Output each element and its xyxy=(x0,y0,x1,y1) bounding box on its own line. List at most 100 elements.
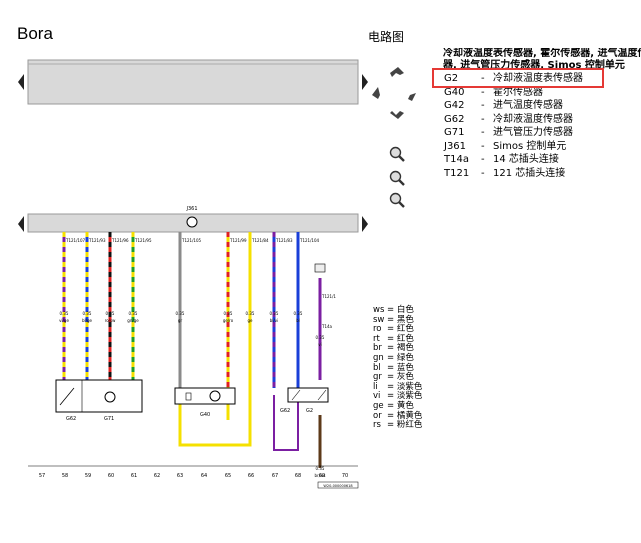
legend-row[interactable]: T14a-14 芯插头连接 xyxy=(444,154,559,165)
svg-text:64: 64 xyxy=(201,473,207,479)
legend-row[interactable]: G40-霍尔传感器 xyxy=(444,86,543,98)
svg-text:T121/83: T121/83 xyxy=(275,238,293,243)
svg-text:G40: G40 xyxy=(200,412,210,418)
svg-text:T121/99: T121/99 xyxy=(229,238,247,243)
legend-row[interactable]: G2-冷却液温度表传感器 xyxy=(444,73,583,84)
svg-text:gr: gr xyxy=(178,318,183,323)
svg-text:0.35: 0.35 xyxy=(83,311,92,316)
color-legend-row: ws= 白色 xyxy=(373,305,414,315)
svg-text:59: 59 xyxy=(85,473,91,479)
svg-text:G2: G2 xyxy=(306,408,313,414)
right-arrow-icon[interactable] xyxy=(362,74,368,90)
svg-text:0.35: 0.35 xyxy=(60,311,69,316)
svg-text:58: 58 xyxy=(62,473,68,479)
left-arrow-icon[interactable] xyxy=(18,74,24,90)
title-line-2: 器, 进气管压力传感器, Simos 控制单元 xyxy=(443,60,625,71)
nav-down-icon[interactable] xyxy=(390,111,404,119)
highlight-box xyxy=(432,68,604,88)
svg-text:T121/96: T121/96 xyxy=(111,238,129,243)
hall-sensor-box xyxy=(174,387,236,405)
svg-text:65: 65 xyxy=(225,473,231,479)
nav-right-icon[interactable] xyxy=(408,93,416,101)
hall-symbol xyxy=(209,390,221,402)
svg-text:0.35: 0.35 xyxy=(316,335,325,340)
svg-text:68: 68 xyxy=(295,473,301,479)
svg-text:69: 69 xyxy=(319,473,325,479)
ecu-symbol xyxy=(186,216,198,228)
svg-text:T121/1: T121/1 xyxy=(321,294,336,299)
top-bar xyxy=(27,59,359,105)
svg-text:T14a: T14a xyxy=(321,324,333,329)
nav-left-icon[interactable] xyxy=(372,87,380,99)
svg-text:vi: vi xyxy=(318,342,321,347)
coolant-sensor-box xyxy=(287,387,329,403)
diagram-svg: J361 T121/107 T121/93 T121/96 T121/95 T1… xyxy=(18,59,368,489)
color-legend-row: rt= 红色 xyxy=(373,333,414,344)
color-legend-row: br= 褐色 xyxy=(373,343,414,354)
wires xyxy=(62,232,322,468)
legend-row[interactable]: G42-进气温度传感器 xyxy=(444,100,563,111)
svg-text:T121/93: T121/93 xyxy=(88,238,106,243)
svg-text:ge/ro: ge/ro xyxy=(223,318,234,323)
svg-text:63: 63 xyxy=(177,473,183,479)
svg-text:70: 70 xyxy=(342,473,348,479)
title-line-1: 冷却液温度表传感器, 霍尔传感器, 进气温度传 xyxy=(443,48,641,59)
legend-row[interactable]: G71-进气管压力传感器 xyxy=(444,127,573,138)
color-legend-row: vi= 淡紫色 xyxy=(373,391,423,402)
svg-text:57: 57 xyxy=(39,473,45,479)
svg-text:60: 60 xyxy=(108,473,114,479)
svg-text:0.35: 0.35 xyxy=(270,311,279,316)
nav-up-icon[interactable] xyxy=(390,67,404,77)
svg-text:T121/104: T121/104 xyxy=(299,238,320,243)
section-title: 电路图 xyxy=(368,30,405,44)
wire-color-legend: ws= 白色 sw= 黑色 ro= 红色 rt= 红色 br= 褐色 gn= 绿… xyxy=(373,305,423,431)
legend-row[interactable]: T121-121 芯插头连接 xyxy=(444,167,566,179)
svg-text:bl/ge: bl/ge xyxy=(82,318,93,323)
legend-row[interactable]: J361-Simos 控制单元 xyxy=(444,140,567,152)
svg-text:0.35: 0.35 xyxy=(246,311,255,316)
svg-text:67: 67 xyxy=(272,473,278,479)
t14a-connector xyxy=(314,263,326,273)
svg-text:gn/ge: gn/ge xyxy=(127,318,139,323)
svg-text:T121/84: T121/84 xyxy=(251,238,269,243)
svg-text:0.35: 0.35 xyxy=(294,311,303,316)
svg-text:61: 61 xyxy=(131,473,137,479)
wire-color-codes: vi/ge bl/ge ro/sw gn/ge gr ge/ro ge bl/v… xyxy=(59,318,325,478)
svg-text:bl/vi: bl/vi xyxy=(270,318,278,323)
ref-code: W20-000000618 xyxy=(323,484,352,488)
svg-text:G71: G71 xyxy=(104,416,114,422)
nav-pad[interactable] xyxy=(370,65,418,125)
app-brand: Bora xyxy=(17,24,53,43)
zoom-in-icon[interactable] xyxy=(389,146,405,162)
svg-text:br/ws: br/ws xyxy=(315,473,326,478)
svg-text:66: 66 xyxy=(248,473,254,479)
position-numbers: 57 58 59 60 61 62 63 64 65 66 67 68 69 7… xyxy=(39,473,348,479)
svg-text:0.35: 0.35 xyxy=(129,311,138,316)
ecu-label: J361 xyxy=(185,206,197,212)
color-legend-row: rs= 粉红色 xyxy=(373,420,423,431)
svg-text:G62: G62 xyxy=(66,416,76,422)
svg-text:0.35: 0.35 xyxy=(224,311,233,316)
legend-row[interactable]: G62-冷却液温度传感器 xyxy=(444,113,573,125)
svg-text:bl: bl xyxy=(296,318,300,323)
zoom-out-icon[interactable] xyxy=(389,192,405,208)
right-arrow-icon-2[interactable] xyxy=(362,216,368,232)
color-legend-row: li= 淡紫色 xyxy=(373,381,423,392)
svg-text:0.35: 0.35 xyxy=(106,311,115,316)
svg-text:62: 62 xyxy=(154,473,160,479)
zoom-fit-icon[interactable] xyxy=(389,170,405,186)
svg-text:0.35: 0.35 xyxy=(316,466,325,471)
svg-text:0.35: 0.35 xyxy=(176,311,185,316)
svg-text:T121/95: T121/95 xyxy=(134,238,152,243)
color-legend-row: or= 橘黄色 xyxy=(373,410,423,421)
wire-sizes: 0.35 0.35 0.35 0.35 0.35 0.35 0.35 0.35 … xyxy=(60,311,325,471)
color-legend-row: bl= 蓝色 xyxy=(373,362,414,373)
wire-codes: T121/107 T121/93 T121/96 T121/95 T121/10… xyxy=(65,238,336,299)
left-arrow-icon-2[interactable] xyxy=(18,216,24,232)
color-legend-row: ge= 黄色 xyxy=(373,400,414,411)
svg-text:T121/107: T121/107 xyxy=(65,238,86,243)
color-legend-row: gn= 绿色 xyxy=(373,352,414,363)
svg-text:G62: G62 xyxy=(280,408,290,414)
svg-text:T121/105: T121/105 xyxy=(181,238,202,243)
g71-symbol xyxy=(104,391,116,403)
